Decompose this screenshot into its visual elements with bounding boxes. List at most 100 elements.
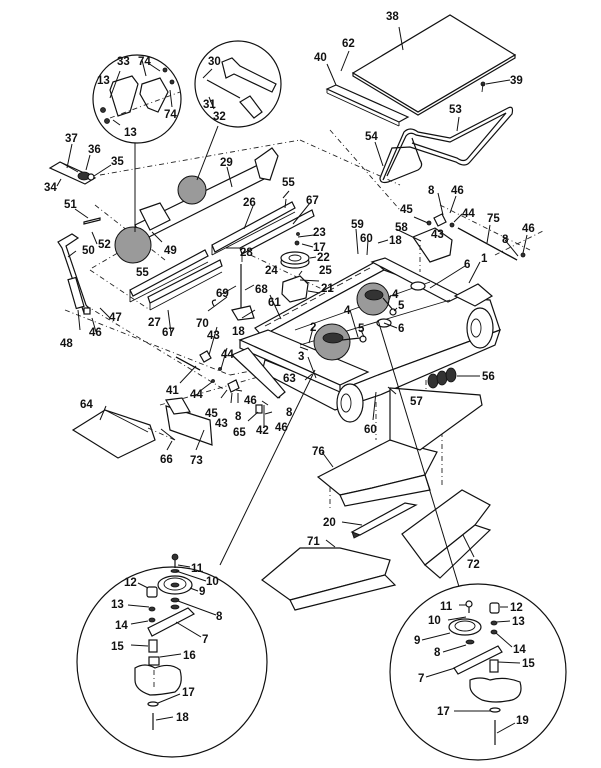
detail-leaders: [127, 564, 521, 734]
callout-74b: 74: [164, 109, 177, 121]
callout-8c: 8: [235, 411, 242, 423]
callout-50: 50: [82, 245, 95, 257]
callout-24: 24: [265, 265, 278, 277]
detail-right-callout-19: 19: [516, 715, 529, 727]
callout-45a: 45: [400, 204, 413, 216]
callout-65: 65: [233, 427, 246, 439]
callout-41: 41: [166, 385, 179, 397]
callout-43b: 43: [207, 330, 220, 342]
callout-51: 51: [64, 199, 77, 211]
detail-left-callout-16: 16: [183, 650, 196, 662]
callout-13a: 13: [97, 75, 110, 87]
detail-left-callout-15: 15: [111, 641, 124, 653]
callout-46b: 46: [451, 185, 464, 197]
callout-28: 28: [240, 247, 253, 259]
callout-8d: 8: [286, 407, 293, 419]
callout-17: 17: [313, 242, 326, 254]
callout-55a: 55: [282, 177, 295, 189]
callout-30: 30: [208, 56, 221, 68]
bolt-part: [480, 81, 486, 93]
callout-61: 61: [268, 297, 281, 309]
callout-46e: 46: [275, 422, 288, 434]
detail-left-callout-12: 12: [124, 577, 137, 589]
callout-36: 36: [88, 144, 101, 156]
callout-47: 47: [109, 312, 122, 324]
cover-rail-part: [325, 84, 410, 127]
callout-58: 58: [395, 222, 408, 234]
callout-44c: 44: [190, 389, 203, 401]
detail-right-callout-8: 8: [434, 647, 441, 659]
drive-belt-part: [379, 106, 514, 184]
callout-37: 37: [65, 133, 78, 145]
callout-48: 48: [60, 338, 73, 350]
callout-46a: 46: [89, 327, 102, 339]
callout-66: 66: [160, 454, 173, 466]
callout-33: 33: [117, 56, 130, 68]
detail-right-callout-17: 17: [437, 706, 450, 718]
callout-69: 69: [216, 288, 229, 300]
callout-5a: 5: [398, 300, 405, 312]
callout-8b: 8: [502, 234, 509, 246]
detail-spot-right: [177, 175, 207, 205]
callout-52: 52: [98, 239, 111, 251]
callout-76: 76: [312, 446, 325, 458]
callout-21: 21: [321, 283, 334, 295]
callout-22: 22: [317, 252, 330, 264]
callout-31: 31: [203, 99, 216, 111]
callout-23: 23: [313, 227, 326, 239]
callout-39: 39: [510, 75, 523, 87]
callout-46c: 46: [522, 223, 535, 235]
callout-6a: 6: [464, 259, 470, 271]
callout-54: 54: [365, 131, 378, 143]
callout-45b: 45: [205, 408, 218, 420]
anti-scalp-roller-part: [427, 367, 457, 389]
idler-pulley-part: [280, 232, 310, 303]
callout-25: 25: [319, 265, 332, 277]
detail-right-callout-11: 11: [440, 601, 453, 613]
callout-20: 20: [323, 517, 336, 529]
callout-62: 62: [342, 38, 355, 50]
detail-right-labels: 11 10 9 8 7 12 13 14 15 17 19: [414, 601, 535, 727]
detail-left-callout-10: 10: [206, 576, 219, 588]
mulching-blade-part: [350, 502, 418, 539]
callout-64: 64: [80, 399, 93, 411]
detail-right-callout-9: 9: [414, 635, 420, 647]
callout-13b: 13: [124, 127, 137, 139]
callout-42: 42: [256, 425, 269, 437]
callout-2: 2: [310, 322, 316, 334]
callout-27: 27: [148, 317, 161, 329]
detail-left-callout-18: 18: [176, 712, 189, 724]
callout-43c: 43: [215, 418, 228, 430]
callout-56: 56: [482, 371, 495, 383]
callout-71: 71: [307, 536, 320, 548]
callout-labels: 38 62 40 39 53 54 33 74 13 74 13 30 31 3…: [44, 11, 535, 571]
detail-left-labels: 11 10 9 8 7 12 13 14 15 16 17 18: [111, 563, 223, 724]
callout-53: 53: [449, 104, 462, 116]
detail-left-callout-11: 11: [191, 563, 204, 575]
callout-4b: 4: [344, 305, 351, 317]
callout-72: 72: [467, 559, 480, 571]
callout-18a: 18: [232, 326, 245, 338]
inset-spring-detail: [194, 40, 282, 128]
detail-right-callout-13: 13: [512, 616, 525, 628]
callout-49: 49: [164, 245, 177, 257]
height-lever-part: [57, 217, 101, 315]
trim-bracket-part: [48, 161, 97, 185]
callout-44a: 44: [462, 208, 475, 220]
detail-right-callout-10: 10: [428, 615, 441, 627]
detail-right-callout-14: 14: [513, 644, 526, 656]
deck-cover-part: [351, 14, 517, 116]
callout-68: 68: [255, 284, 268, 296]
callout-57: 57: [410, 396, 423, 408]
callout-leaders: [56, 26, 528, 558]
callout-46d: 46: [244, 395, 257, 407]
callout-59: 59: [351, 219, 364, 231]
baffle-part-71: [261, 547, 397, 611]
inset-bracket-detail: [92, 54, 182, 144]
callout-5b: 5: [358, 323, 365, 335]
callout-38: 38: [386, 11, 399, 23]
callout-6b: 6: [398, 323, 404, 335]
callout-18b: 18: [389, 235, 402, 247]
